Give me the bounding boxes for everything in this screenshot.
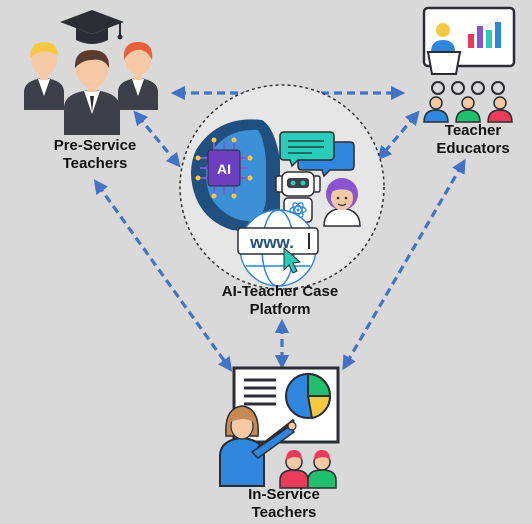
audience-icon bbox=[423, 81, 513, 123]
student-center-icon bbox=[64, 50, 120, 135]
in-service-teachers-icon bbox=[219, 366, 340, 489]
arrow-pre-to-inservice bbox=[93, 179, 233, 372]
pre-service-label-line2: Teachers bbox=[62, 155, 128, 172]
teacher-educators-label: Teacher Educators bbox=[418, 122, 528, 158]
globe-web-icon: www. bbox=[237, 209, 319, 287]
platform-label-line1: AI-Teacher Case bbox=[221, 283, 339, 300]
platform-circle: AI bbox=[179, 84, 385, 290]
pre-service-teachers-label: Pre-Service Teachers bbox=[40, 137, 150, 173]
student-right-icon bbox=[118, 42, 158, 110]
pre-service-teachers-icon bbox=[24, 10, 158, 135]
arrow-pre-to-platform bbox=[133, 110, 181, 168]
in-service-label-line1: In-Service bbox=[248, 486, 320, 503]
arrow-educators-to-platform bbox=[377, 110, 420, 161]
cursor-icon bbox=[283, 246, 302, 274]
web-address-text: www. bbox=[249, 233, 294, 252]
ai-chip-icon: AI bbox=[195, 137, 253, 199]
in-service-teachers-label: In-Service Teachers bbox=[224, 486, 344, 522]
pre-service-label-line1: Pre-Service bbox=[53, 137, 137, 154]
bar-chart-icon bbox=[468, 22, 501, 48]
teacher-educators-icon bbox=[422, 6, 516, 123]
text-lines-icon bbox=[244, 378, 276, 406]
woman-avatar-icon bbox=[323, 178, 361, 227]
in-service-label-line2: Teachers bbox=[251, 504, 317, 521]
teacher-educators-label-line1: Teacher bbox=[444, 122, 502, 139]
teacher-educators-label-line2: Educators bbox=[436, 140, 510, 157]
student-left-icon bbox=[24, 42, 64, 110]
platform-label: AI-Teacher Case Platform bbox=[200, 283, 360, 319]
platform-label-line2: Platform bbox=[249, 301, 311, 318]
students-icon bbox=[279, 450, 337, 489]
pie-chart-icon bbox=[285, 372, 332, 420]
teacher-presenter-icon bbox=[219, 405, 297, 487]
graduation-cap-icon bbox=[60, 10, 124, 44]
chat-bubbles-icon bbox=[279, 131, 355, 178]
ai-chip-text: AI bbox=[217, 161, 231, 177]
